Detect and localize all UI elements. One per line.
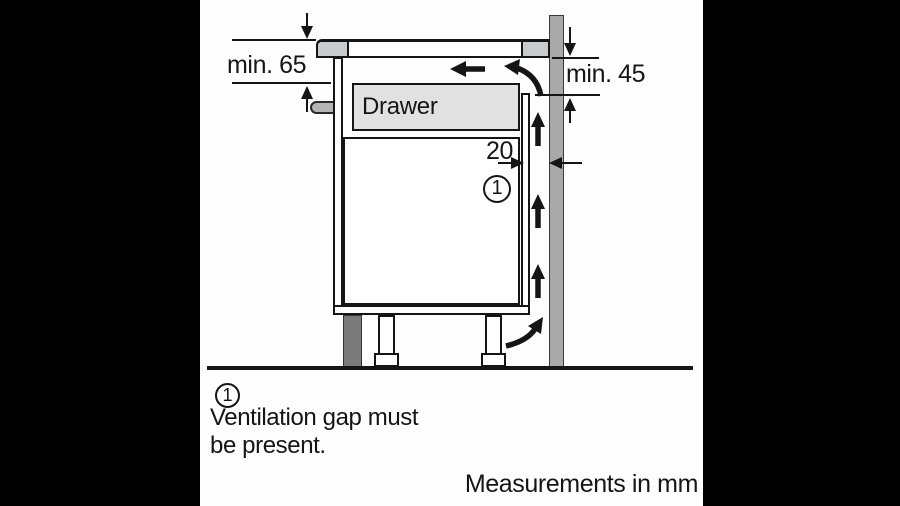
cabinet-leg-rear-shaft (485, 315, 502, 355)
floor-line (207, 366, 693, 370)
legend-callout-badge: 1 (215, 383, 240, 408)
wall-panel (549, 15, 564, 367)
worktop-section-left (318, 42, 349, 56)
legend-note-line2: be present. (210, 432, 326, 459)
worktop-section-right (521, 42, 548, 56)
ventilation-callout-badge: 1 (483, 175, 511, 203)
cabinet-leg-rear-foot (481, 353, 506, 367)
cabinet-plinth (343, 315, 362, 367)
cabinet-bottom-panel (333, 305, 530, 315)
dimension-label-20: 20 (486, 137, 514, 165)
legend-note-line1: Ventilation gap must (210, 404, 419, 431)
cabinet-leg-front-foot (374, 353, 399, 367)
cabinet-side-panel (333, 57, 343, 315)
cooktop-band (316, 39, 550, 58)
cabinet-back-panel (521, 93, 530, 307)
units-note: Measurements in mm (464, 470, 699, 498)
cabinet-leg-front-shaft (378, 315, 395, 355)
drawer-box: Drawer (352, 83, 520, 131)
cabinet-compartment (343, 137, 520, 305)
drawer-label: Drawer (362, 93, 438, 120)
dimension-label-min-45: min. 45 (566, 60, 646, 88)
dimension-label-min-65: min. 65 (227, 51, 307, 79)
